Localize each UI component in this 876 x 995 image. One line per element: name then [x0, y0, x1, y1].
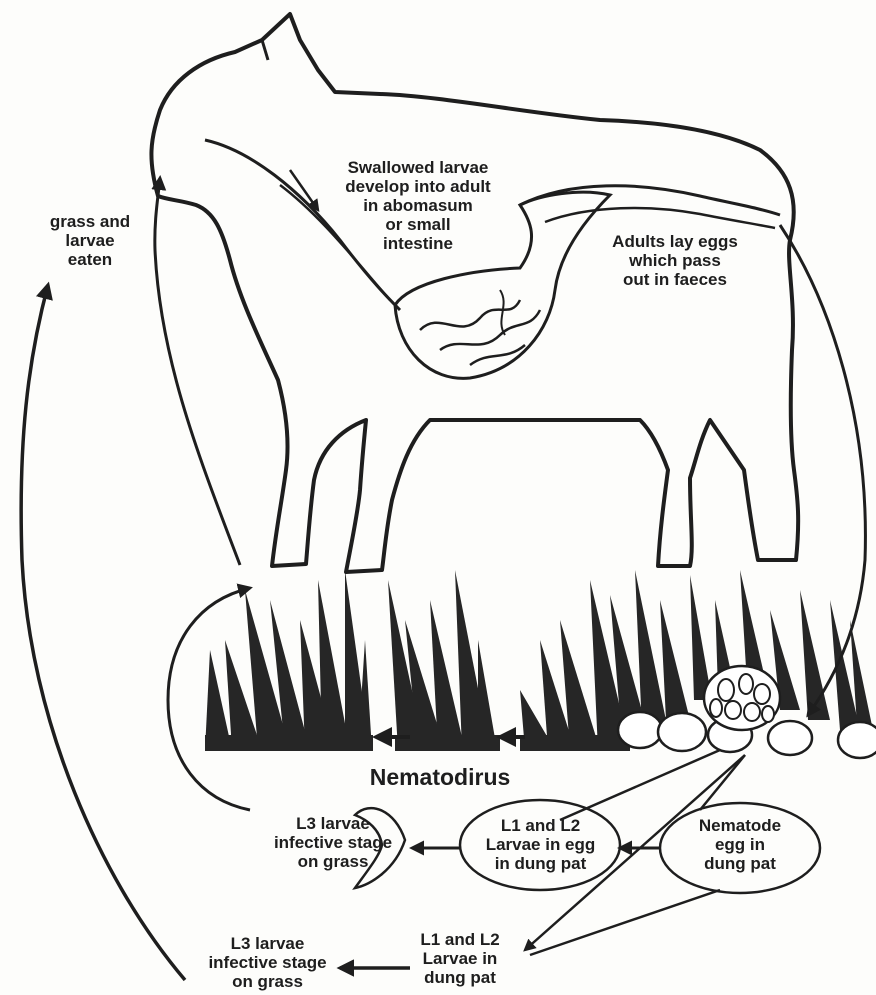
label-l3-upper: L3 larvae infective stage on grass [258, 814, 408, 871]
text-line: L1 and L2 [468, 816, 613, 835]
text-line: which pass [585, 251, 765, 270]
text-line: infective stage [258, 833, 408, 852]
connector-line [530, 890, 720, 955]
text-line: Nematode [670, 816, 810, 835]
intestine-inner [545, 208, 775, 228]
label-swallowed-larvae: Swallowed larvae develop into adult in a… [318, 158, 518, 253]
text-line: intestine [318, 234, 518, 253]
text-line: L3 larvae [258, 814, 408, 833]
text-line: on grass [195, 972, 340, 991]
outer-cycle-arrow-icon [21, 285, 185, 980]
text-line: grass and [30, 212, 150, 231]
connector-line [700, 755, 745, 810]
label-adults-lay-eggs: Adults lay eggs which pass out in faeces [585, 232, 765, 289]
text-line: on grass [258, 852, 408, 871]
text-line: Nematodirus [340, 764, 540, 790]
text-line: eaten [30, 250, 150, 269]
ingestion-arrow-icon [155, 178, 240, 565]
text-line: in dung pat [468, 854, 613, 873]
worm [440, 310, 540, 350]
text-line: L1 and L2 [400, 930, 520, 949]
grass [205, 570, 875, 751]
sheep-outline [151, 14, 798, 572]
label-l1l2-egg: L1 and L2 Larvae in egg in dung pat [468, 816, 613, 873]
text-line: infective stage [195, 953, 340, 972]
text-line: dung pat [670, 854, 810, 873]
text-line: L3 larvae [195, 934, 340, 953]
worm [470, 345, 525, 365]
text-line: in abomasum [318, 196, 518, 215]
label-grass-larvae-eaten: grass and larvae eaten [30, 212, 150, 269]
worm [500, 290, 505, 335]
text-line: egg in [670, 835, 810, 854]
text-line: larvae [30, 231, 150, 250]
label-nematode-egg: Nematode egg in dung pat [670, 816, 810, 873]
worm [420, 300, 520, 330]
genus-title: Nematodirus [340, 764, 540, 790]
intestine [520, 186, 780, 215]
text-line: Larvae in egg [468, 835, 613, 854]
text-line: Swallowed larvae [318, 158, 518, 177]
label-l3-lower: L3 larvae infective stage on grass [195, 934, 340, 991]
text-line: develop into adult [318, 177, 518, 196]
text-line: or small [318, 215, 518, 234]
text-line: out in faeces [585, 270, 765, 289]
text-line: Larvae in [400, 949, 520, 968]
sheep-ear [262, 40, 268, 60]
label-l1l2-pat: L1 and L2 Larvae in dung pat [400, 930, 520, 987]
text-line: Adults lay eggs [585, 232, 765, 251]
text-line: dung pat [400, 968, 520, 987]
